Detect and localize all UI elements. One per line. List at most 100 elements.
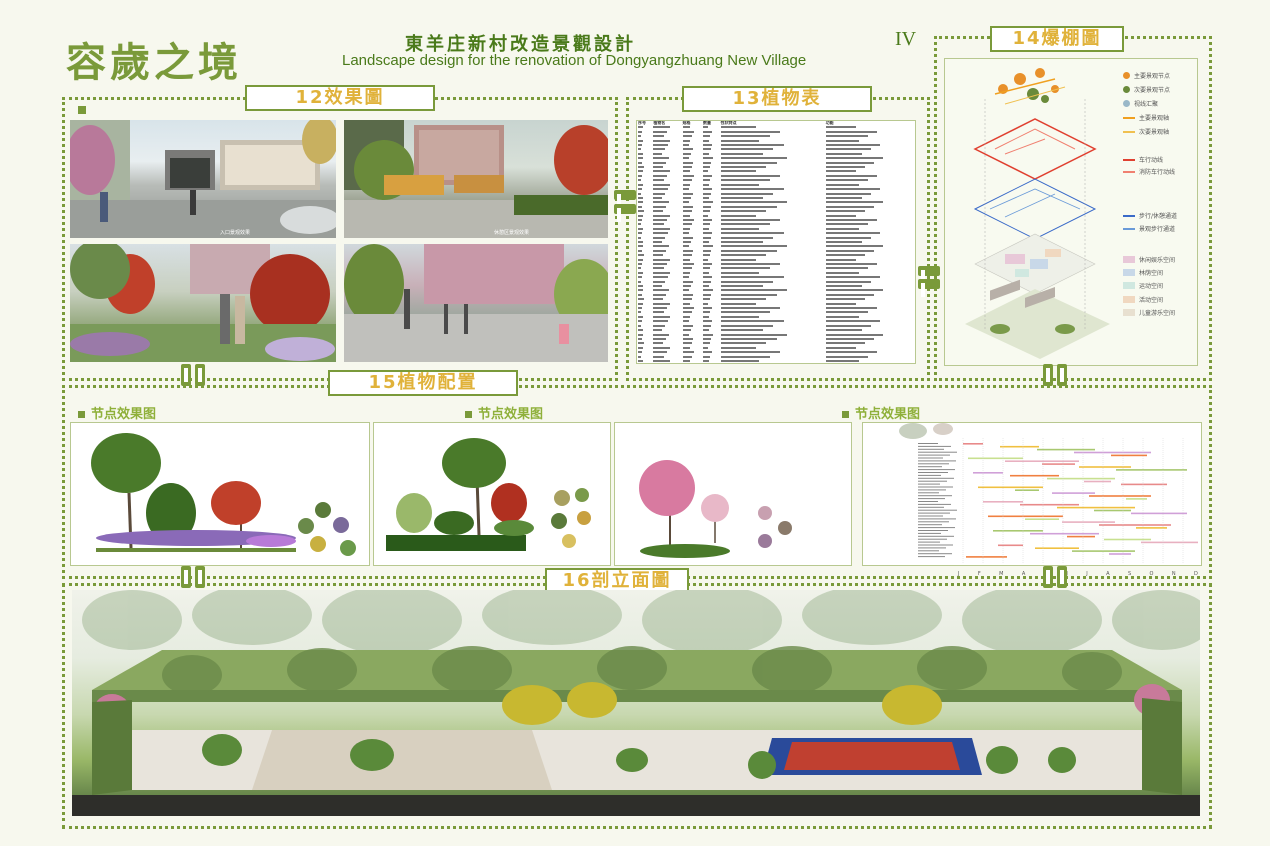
plant-table-cell <box>720 178 825 182</box>
plant-table-cell <box>720 341 825 345</box>
plant-table-cell <box>825 236 915 240</box>
plant-table-cell <box>702 306 720 310</box>
page-title-en: Landscape design for the renovation of D… <box>342 52 807 69</box>
phenology-label-bar <box>918 469 955 471</box>
plant-table-cell <box>825 258 915 262</box>
plant-table-cell <box>825 346 915 350</box>
plant-table-cell <box>652 240 681 244</box>
plant-table-cell <box>682 288 703 292</box>
plant-table-cell <box>720 205 825 209</box>
phenology-bar <box>1111 454 1147 457</box>
plant-table-cell <box>825 156 915 160</box>
plant-table-cell <box>637 275 652 279</box>
phenology-label-bar <box>918 547 946 549</box>
plant-table-cell <box>825 337 915 341</box>
phenology-label-bar <box>918 448 944 450</box>
plant-table-panel: 序号植物名规格数量性状特点功能 <box>636 120 916 364</box>
legend-item: 儿童游乐空间 <box>1123 308 1175 317</box>
section-tag-plant-config: 15植物配置 <box>328 370 518 396</box>
plant-table-cell <box>825 310 915 314</box>
plant-table-cell <box>682 275 703 279</box>
plant-table-cell <box>702 359 720 363</box>
plant-table-cell <box>702 200 720 204</box>
legend-swatch <box>1123 100 1130 107</box>
plant-table-cell <box>682 147 703 151</box>
plant-table-cell <box>825 350 915 354</box>
plant-table-cell <box>720 284 825 288</box>
plant-table-cell <box>682 205 703 209</box>
plant-table-cell <box>825 200 915 204</box>
plant-table-cell <box>682 293 703 297</box>
plant-table-cell <box>652 350 681 354</box>
plant-table-cell <box>720 310 825 314</box>
plant-table-cell <box>682 319 703 323</box>
plant-table-cell <box>702 346 720 350</box>
plant-table-row <box>637 156 915 160</box>
plant-table-cell <box>702 244 720 248</box>
plant-table-cell <box>720 306 825 310</box>
plant-table-cell <box>652 266 681 270</box>
plant-table-cell <box>720 337 825 341</box>
phenology-bar <box>1047 477 1115 480</box>
node-label-2: 节点效果图 <box>465 403 543 422</box>
phenology-label-bar <box>918 480 947 482</box>
plant-table-cell <box>637 152 652 156</box>
plant-table-cell <box>720 258 825 262</box>
legend-label: 林荫空间 <box>1139 270 1164 277</box>
plant-table-cell <box>652 319 681 323</box>
plant-table-cell <box>720 266 825 270</box>
plant-table-cell <box>720 333 825 337</box>
plant-table-cell <box>637 284 652 288</box>
plant-table-cell <box>720 271 825 275</box>
plant-table-cell <box>702 288 720 292</box>
legend-label: 视线汇聚 <box>1134 101 1159 108</box>
plant-table-cell <box>682 297 703 301</box>
plant-table-cell <box>720 183 825 187</box>
plant-table-cell <box>682 218 703 222</box>
plant-table-cell <box>720 328 825 332</box>
plant-table-cell <box>652 253 681 257</box>
plant-table-cell <box>720 152 825 156</box>
plant-table-cell <box>652 174 681 178</box>
plant-table-cell <box>702 324 720 328</box>
plant-table-cell <box>682 306 703 310</box>
plant-table-row <box>637 363 915 364</box>
photo-caption: 入口景观效果 <box>220 230 251 236</box>
plant-table-row <box>637 275 915 279</box>
plant-table-cell <box>682 231 703 235</box>
plant-table-cell <box>825 328 915 332</box>
legend-swatch <box>1123 282 1135 289</box>
plant-table-row <box>637 214 915 218</box>
plant-table-cell <box>652 143 681 147</box>
phenology-bar <box>1104 538 1151 541</box>
plant-table-row <box>637 174 915 178</box>
plant-table-cell <box>720 275 825 279</box>
plant-table-cell <box>720 319 825 323</box>
node-panel-3 <box>614 422 852 566</box>
plant-table-cell <box>720 169 825 173</box>
plant-table-cell <box>682 192 703 196</box>
plant-table-cell <box>652 324 681 328</box>
plant-table-row <box>637 319 915 323</box>
plant-table-cell <box>682 328 703 332</box>
plant-table-cell <box>682 333 703 337</box>
legend-swatch <box>1123 214 1135 217</box>
plant-table-cell <box>825 169 915 173</box>
plant-table-cell <box>702 205 720 209</box>
plant-table-row <box>637 258 915 262</box>
plant-table-cell <box>720 200 825 204</box>
month-tick: S <box>1127 571 1132 577</box>
phenology-label-bar <box>918 506 944 508</box>
plant-table-cell <box>702 266 720 270</box>
plant-table-cell <box>637 139 652 143</box>
plant-table-cell <box>720 139 825 143</box>
plant-table-cell <box>702 341 720 345</box>
plant-table-cell <box>652 125 681 129</box>
plant-table-cell <box>637 355 652 359</box>
month-tick: J <box>1066 571 1068 577</box>
plant-table-cell <box>637 156 652 160</box>
legend-item: 视线汇聚 <box>1123 99 1158 108</box>
plant-table-cell <box>825 249 915 253</box>
plant-table-cell <box>652 363 681 364</box>
plant-table-cell <box>637 271 652 275</box>
